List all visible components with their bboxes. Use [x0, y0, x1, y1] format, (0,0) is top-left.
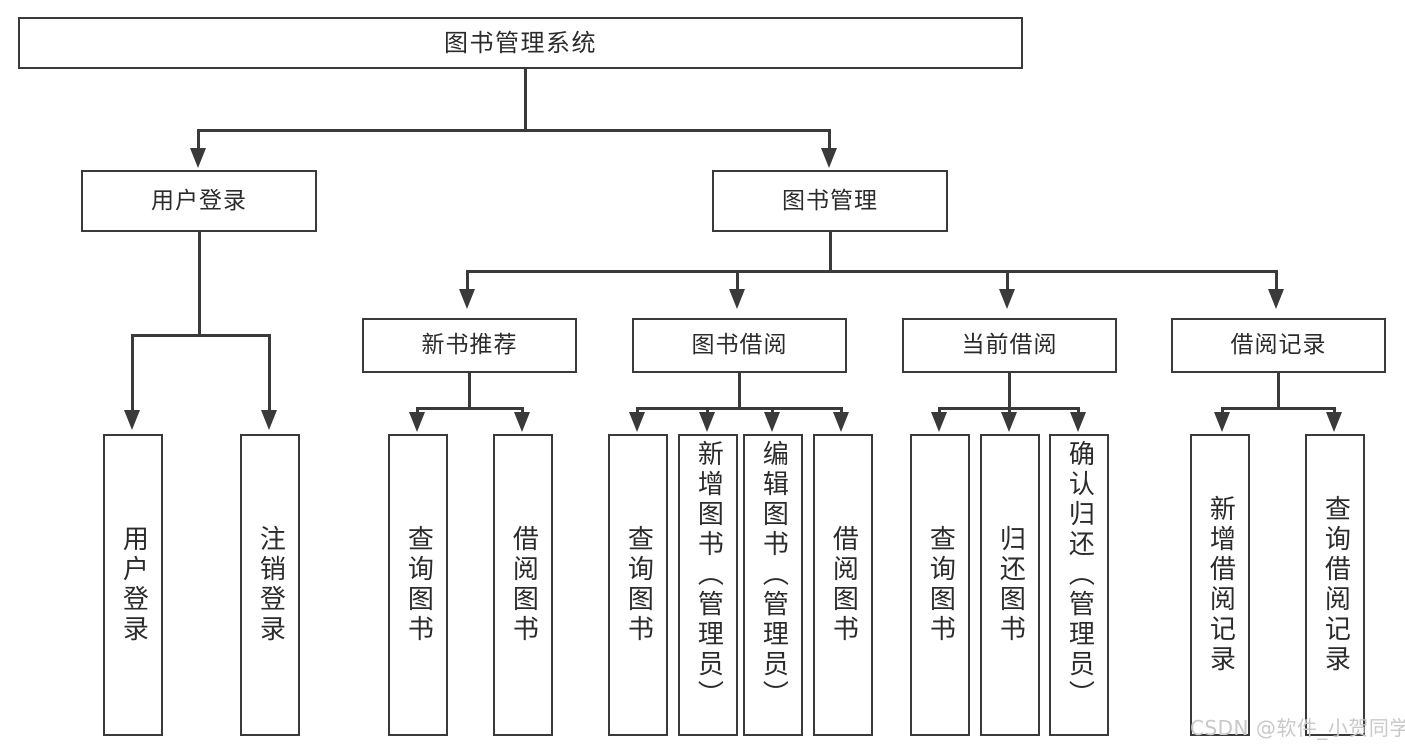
- leaf-query-book-borrow[interactable]: 查询图书: [608, 434, 668, 736]
- leaf-query-book-current[interactable]: 查询图书: [910, 434, 970, 736]
- leaf-add-book-admin[interactable]: 新增图书（管理员）: [678, 434, 738, 736]
- arrowhead-to-userlogin: [190, 148, 206, 168]
- connector-bookborrow-down: [738, 373, 741, 410]
- leaf-confirm-return-admin[interactable]: 确认归还（管理员）: [1049, 434, 1109, 736]
- arrowhead-bookborrow-leaf1: [629, 412, 645, 432]
- node-current-borrow[interactable]: 当前借阅: [902, 318, 1117, 373]
- node-label: 归还图书: [995, 525, 1026, 645]
- connector-bookborrow-leaf2: [706, 407, 709, 415]
- node-label: 图书借阅: [691, 332, 788, 358]
- leaf-query-borrow-record[interactable]: 查询借阅记录: [1305, 434, 1365, 736]
- connector-bookborrow-bus: [636, 407, 843, 410]
- connector-borrowrecord-bus: [1221, 407, 1336, 410]
- node-label: 图书管理: [782, 187, 878, 214]
- connector-borrowrecord-down: [1277, 373, 1280, 410]
- connector-currentborrow-leaf1: [938, 407, 941, 415]
- arrowhead-userlogin-leaf1: [124, 410, 140, 430]
- connector-borrowrecord-leaf1: [1221, 407, 1224, 415]
- connector-bookmgmt-c4: [1275, 270, 1278, 292]
- connector-bookmgmt-c3: [1006, 270, 1009, 292]
- node-root-system[interactable]: 图书管理系统: [18, 17, 1023, 69]
- leaf-return-book[interactable]: 归还图书: [980, 434, 1040, 736]
- connector-bookborrow-leaf4: [840, 407, 843, 415]
- connector-root-bus: [197, 129, 831, 132]
- node-label: 用户登录: [118, 525, 149, 645]
- node-user-login[interactable]: 用户登录: [81, 170, 317, 232]
- arrowhead-borrowrecord-leaf2: [1326, 412, 1342, 432]
- arrowhead-userlogin-leaf2: [261, 410, 277, 430]
- leaf-borrow-book[interactable]: 借阅图书: [813, 434, 873, 736]
- connector-userlogin-leaf2: [268, 334, 271, 413]
- connector-bookborrow-leaf1: [636, 407, 639, 415]
- node-label: 确认归还（管理员）: [1064, 440, 1095, 710]
- connector-userlogin-leaf1: [131, 334, 134, 413]
- arrowhead-borrowrecord-leaf1: [1214, 412, 1230, 432]
- node-label: 当前借阅: [961, 332, 1058, 358]
- connector-bookborrow-leaf3: [771, 407, 774, 415]
- connector-newbook-bus: [416, 407, 524, 410]
- arrowhead-to-bookmgmt: [821, 148, 837, 168]
- node-label: 新书推荐: [421, 332, 518, 358]
- node-label: 用户登录: [151, 187, 247, 214]
- node-label: 图书管理系统: [444, 29, 597, 57]
- connector-bookmgmt-c1: [466, 270, 469, 292]
- leaf-add-borrow-record[interactable]: 新增借阅记录: [1190, 434, 1250, 736]
- node-label: 借阅记录: [1230, 332, 1327, 358]
- arrowhead-currentborrow-leaf1: [931, 412, 947, 432]
- connector-borrowrecord-leaf2: [1333, 407, 1336, 415]
- connector-userlogin-bus: [131, 334, 271, 337]
- connector-bookmgmt-bus: [466, 270, 1278, 273]
- leaf-borrow-book-recommend[interactable]: 借阅图书: [493, 434, 553, 736]
- arrowhead-bookmgmt-c3: [999, 289, 1015, 309]
- node-label: 借阅图书: [828, 525, 859, 645]
- arrowhead-currentborrow-leaf3: [1070, 412, 1086, 432]
- node-label: 借阅图书: [508, 525, 539, 645]
- connector-newbook-down: [468, 373, 471, 410]
- leaf-logout-login[interactable]: 注销登录: [240, 434, 300, 736]
- arrowhead-newbook-leaf2: [514, 412, 530, 432]
- connector-bookmgmt-c2: [736, 270, 739, 292]
- arrowhead-currentborrow-leaf2: [1001, 412, 1017, 432]
- arrowhead-bookborrow-leaf4: [833, 412, 849, 432]
- node-label: 注销登录: [255, 525, 286, 645]
- node-borrow-record[interactable]: 借阅记录: [1171, 318, 1386, 373]
- leaf-user-login[interactable]: 用户登录: [103, 434, 163, 736]
- arrowhead-newbook-leaf1: [409, 412, 425, 432]
- connector-newbook-leaf2: [521, 407, 524, 415]
- node-new-book-recommend[interactable]: 新书推荐: [362, 318, 577, 373]
- connector-newbook-leaf1: [416, 407, 419, 415]
- csdn-watermark: CSDN @软件_小贺同学: [1190, 716, 1405, 740]
- connector-bookmgmt-down: [829, 232, 832, 272]
- node-book-management[interactable]: 图书管理: [712, 170, 948, 232]
- connector-currentborrow-leaf2: [1008, 407, 1011, 415]
- arrowhead-bookmgmt-c2: [729, 289, 745, 309]
- node-label: 查询图书: [925, 525, 956, 645]
- connector-currentborrow-down: [1008, 373, 1011, 410]
- arrowhead-bookborrow-leaf2: [699, 412, 715, 432]
- leaf-edit-book-admin[interactable]: 编辑图书（管理员）: [743, 434, 803, 736]
- arrowhead-bookmgmt-c1: [459, 289, 475, 309]
- connector-root-to-userlogin: [197, 129, 200, 151]
- node-label: 编辑图书（管理员）: [758, 440, 789, 710]
- arrowhead-bookborrow-leaf3: [764, 412, 780, 432]
- connector-root-down: [524, 69, 527, 131]
- node-label: 查询图书: [403, 525, 434, 645]
- node-label: 新增借阅记录: [1205, 495, 1236, 675]
- connector-currentborrow-leaf3: [1077, 407, 1080, 415]
- node-label: 查询借阅记录: [1320, 495, 1351, 675]
- connector-userlogin-down: [198, 232, 201, 336]
- arrowhead-bookmgmt-c4: [1268, 289, 1284, 309]
- leaf-query-book-recommend[interactable]: 查询图书: [388, 434, 448, 736]
- node-label: 新增图书（管理员）: [693, 440, 724, 710]
- connector-root-to-bookmgmt: [828, 129, 831, 151]
- node-label: 查询图书: [623, 525, 654, 645]
- node-book-borrow[interactable]: 图书借阅: [632, 318, 847, 373]
